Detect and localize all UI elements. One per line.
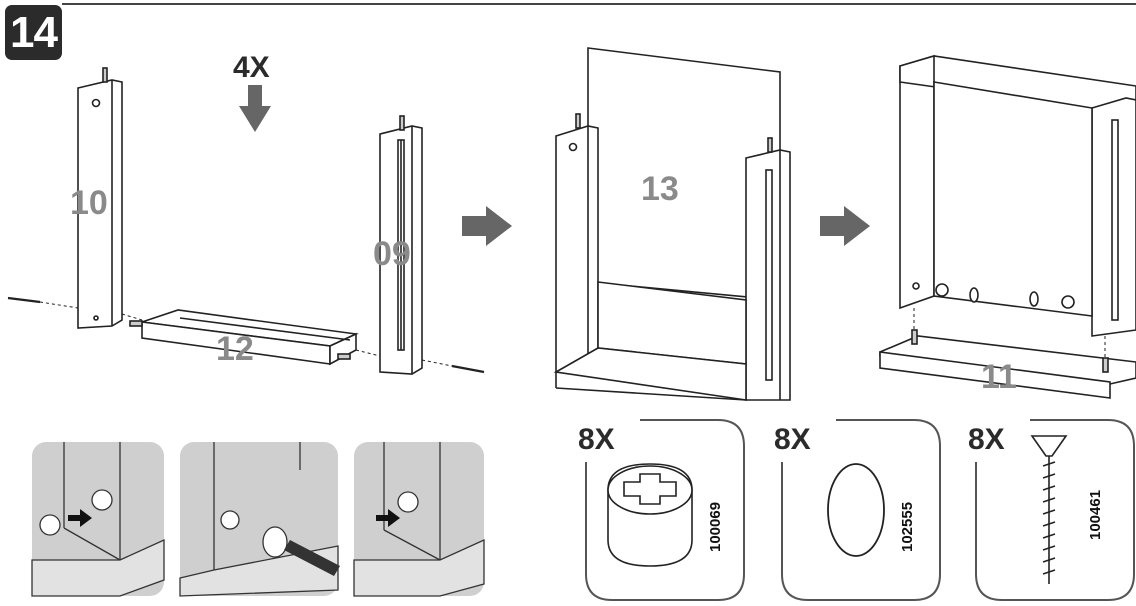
side-panel-09-icon: [379, 115, 423, 375]
detail-tighten-cam: [179, 442, 340, 597]
cam-lock-right-icon: [1061, 295, 1075, 309]
hardware-box-cover-cap: 8X 102555: [774, 419, 941, 601]
hardware-qty-3: 8X: [968, 423, 1005, 456]
hardware-box-cam-lock: 8X 100069: [578, 419, 745, 601]
panel-back-panel-insert: [553, 47, 791, 401]
down-arrow-icon: [239, 85, 271, 132]
panel-cabinet-bottom: [879, 54, 1136, 399]
part-label-09: 09: [373, 235, 411, 273]
step-number-badge: 14: [5, 5, 62, 60]
quantity-4x-label: 4X: [233, 51, 270, 84]
screw-icon: [1030, 435, 1068, 584]
part-label-13: 13: [641, 170, 679, 208]
hardware-qty-1: 8X: [578, 423, 615, 456]
side-panel-10-icon: [77, 67, 123, 329]
hardware-qty-2: 8X: [774, 423, 811, 456]
part-label-12: 12: [216, 330, 254, 368]
detail-attach-cap: [353, 442, 485, 597]
next-step-arrow-1-icon: [462, 206, 512, 246]
screw-left-icon: [7, 296, 41, 304]
top-rule: [62, 3, 1136, 5]
part-label-10: 10: [70, 184, 108, 222]
part-label-11: 11: [981, 358, 1017, 396]
cam-lock-icon: [607, 463, 693, 567]
hardware-code-2: 102555: [899, 502, 916, 552]
shelf-12-icon: [129, 309, 359, 366]
detail-insert-cam: [31, 442, 165, 597]
hardware-code-1: 100069: [707, 502, 724, 552]
panel-exploded-parts: [7, 67, 485, 375]
screw-right-icon: [451, 364, 485, 374]
cam-lock-left-icon: [935, 283, 949, 297]
cover-cap-icon: [827, 463, 885, 557]
hardware-code-3: 100461: [1087, 490, 1104, 540]
hardware-box-screw: 8X 100461: [968, 419, 1135, 601]
next-step-arrow-2-icon: [820, 206, 870, 246]
